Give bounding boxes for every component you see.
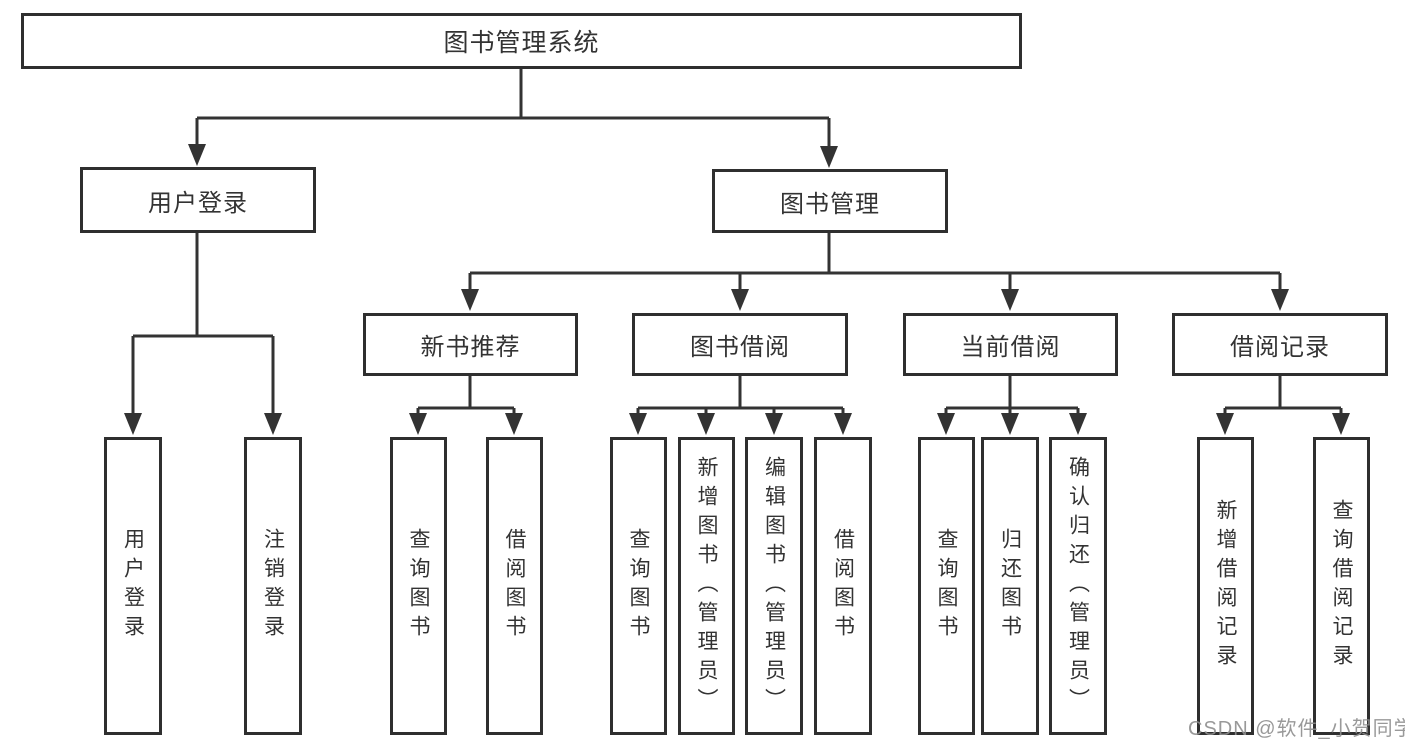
- node-label: 归还图书: [998, 528, 1022, 644]
- node-borrowing-records: 借阅记录: [1172, 313, 1388, 376]
- node-label: 新增图书（管理员）: [695, 455, 718, 717]
- node-label: 查询图书: [407, 528, 430, 644]
- node-new-book-recommendation: 新书推荐: [363, 313, 578, 376]
- leaf-borrow-books-recommend: 借阅图书: [486, 437, 543, 735]
- node-current-borrowing: 当前借阅: [903, 313, 1118, 376]
- node-label: 查询图书: [935, 528, 958, 644]
- node-label: 新书推荐: [420, 334, 521, 361]
- node-root-library-management-system: 图书管理系统: [21, 13, 1022, 69]
- node-label: 借阅记录: [1230, 334, 1330, 361]
- leaf-add-borrow-record: 新增借阅记录: [1197, 437, 1254, 735]
- node-label: 当前借阅: [960, 334, 1061, 361]
- node-book-management: 图书管理: [712, 169, 948, 233]
- leaf-query-books-borrowing: 查询图书: [610, 437, 667, 735]
- node-label: 图书管理系统: [443, 29, 600, 57]
- node-label: 查询图书: [627, 528, 650, 644]
- leaf-query-books-current: 查询图书: [918, 437, 975, 735]
- connector-spines: [131, 67, 1343, 415]
- node-user-login: 用户登录: [80, 167, 316, 233]
- leaf-query-books-recommend: 查询图书: [390, 437, 447, 735]
- leaf-add-books-admin: 新增图书（管理员）: [678, 437, 735, 735]
- arrowheads: [124, 144, 1350, 435]
- node-label: 编辑图书（管理员）: [762, 455, 786, 717]
- leaf-logout: 注销登录: [244, 437, 302, 735]
- node-label: 图书管理: [780, 190, 880, 218]
- node-label: 用户登录: [148, 189, 248, 217]
- leaf-edit-books-admin: 编辑图书（管理员）: [745, 437, 803, 735]
- node-label: 注销登录: [261, 528, 285, 644]
- leaf-user-login: 用户登录: [104, 437, 162, 735]
- node-label: 查询借阅记录: [1330, 499, 1353, 673]
- node-label: 借阅图书: [503, 528, 526, 644]
- node-label: 图书借阅: [690, 334, 790, 361]
- leaf-borrow-books: 借阅图书: [814, 437, 872, 735]
- csdn-watermark: CSDN @软件_小贺同学: [1188, 718, 1405, 740]
- node-label: 用户登录: [121, 528, 145, 644]
- node-label: 确认归还（管理员）: [1066, 455, 1090, 717]
- node-label: 新增借阅记录: [1214, 499, 1237, 673]
- leaf-return-books: 归还图书: [981, 437, 1039, 735]
- node-label: 借阅图书: [831, 528, 855, 644]
- leaf-confirm-return-admin: 确认归还（管理员）: [1049, 437, 1107, 735]
- node-book-borrowing: 图书借阅: [632, 313, 848, 376]
- leaf-query-borrow-record: 查询借阅记录: [1313, 437, 1370, 735]
